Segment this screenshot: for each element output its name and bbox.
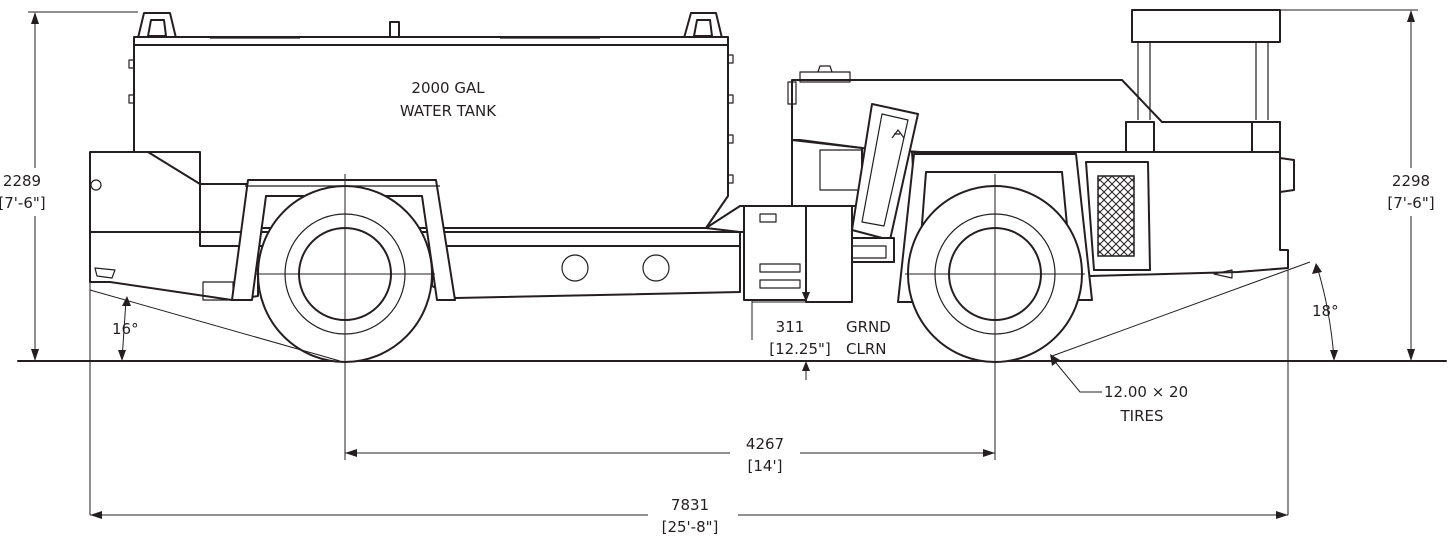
wheelbase-mm: 4267 <box>746 435 784 453</box>
height-dimension-left: 2289 [7'-6"] <box>0 11 138 361</box>
tank-label-name: WATER TANK <box>400 102 497 120</box>
approach-angle-right: 18° <box>1051 261 1339 515</box>
tires-label: TIRES <box>1119 407 1163 425</box>
height-left-mm: 2289 <box>3 172 41 190</box>
clearance-label-2: CLRN <box>846 340 886 358</box>
front-tire <box>905 174 1085 363</box>
overall-length-mm: 7831 <box>671 496 709 514</box>
ground-clearance-dimension: 311 [12.25"] GRND CLRN <box>751 285 891 380</box>
overall-length-ft: [25'-8"] <box>662 518 719 536</box>
height-left-ft: [7'-6"] <box>0 194 46 212</box>
tires-size: 12.00 × 20 <box>1104 383 1188 401</box>
departure-angle-left: 16° <box>89 160 341 515</box>
height-right-ft: [7'-6"] <box>1387 194 1434 212</box>
angle-right-label: 18° <box>1312 302 1339 320</box>
clearance-mm: 311 <box>776 318 805 336</box>
tank-label-capacity: 2000 GAL <box>411 79 485 97</box>
height-right-mm: 2298 <box>1392 172 1430 190</box>
height-dimension-right: 2298 [7'-6"] <box>1280 9 1440 361</box>
wheelbase-dimension: 4267 [14'] <box>344 361 996 475</box>
tires-callout: 12.00 × 20 TIRES <box>1050 354 1188 425</box>
clearance-in: [12.25"] <box>769 340 831 358</box>
overall-length-dimension: 7831 [25'-8"] <box>90 494 1288 536</box>
clearance-label-1: GRND <box>846 318 891 336</box>
wheelbase-ft: [14'] <box>748 457 783 475</box>
angle-left-label: 16° <box>112 320 139 338</box>
